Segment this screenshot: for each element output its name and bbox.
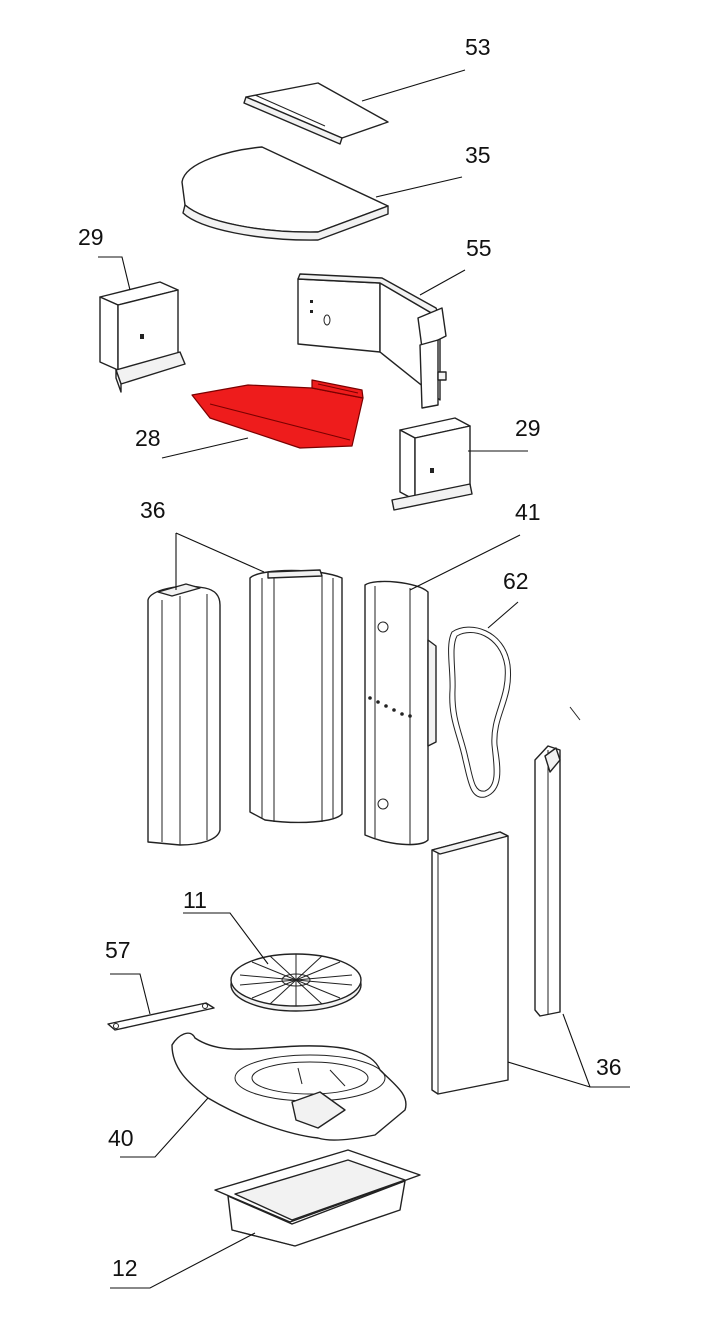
label-35: 35	[465, 142, 491, 168]
part-11-grate[interactable]	[230, 953, 362, 1012]
label-12: 12	[112, 1255, 138, 1281]
label-55: 55	[466, 235, 492, 261]
part-36-back-column[interactable]	[249, 569, 343, 824]
label-11: 11	[183, 887, 207, 913]
label-53: 53	[465, 34, 491, 60]
label-29-right: 29	[515, 415, 541, 441]
leader-lines	[98, 69, 630, 1289]
part-36-side-column-left[interactable]	[147, 583, 221, 846]
label-57: 57	[105, 937, 131, 963]
part-62-door-gasket[interactable]	[448, 626, 512, 798]
part-36-side-column-right[interactable]	[534, 745, 561, 1017]
part-28-deflector-highlighted[interactable]	[191, 379, 364, 449]
label-28: 28	[135, 425, 161, 451]
part-40-grate-carrier[interactable]	[171, 1032, 407, 1141]
part-57-flat-bar[interactable]	[107, 1002, 215, 1031]
part-12-ash-pan[interactable]	[214, 1149, 421, 1247]
part-55-back-brick[interactable]	[297, 273, 447, 409]
part-36-front-panel[interactable]	[431, 831, 509, 1095]
label-36-columns: 36	[140, 497, 166, 523]
part-53-baffle-plate[interactable]	[243, 82, 389, 145]
part-labels: 53 35 29 55 28 29 36 41 62 11 57 36 40 1…	[78, 34, 622, 1281]
part-29-side-brick-left[interactable]	[99, 281, 186, 393]
diagram-tick-mark	[569, 706, 581, 721]
label-29-left: 29	[78, 224, 104, 250]
label-41: 41	[515, 499, 541, 525]
label-62: 62	[503, 568, 529, 594]
part-35-top-cover[interactable]	[181, 146, 389, 241]
label-36-panels: 36	[596, 1054, 622, 1080]
part-41-front-column[interactable]	[364, 580, 437, 846]
part-29-side-brick-right[interactable]	[391, 417, 473, 511]
label-40: 40	[108, 1125, 134, 1151]
